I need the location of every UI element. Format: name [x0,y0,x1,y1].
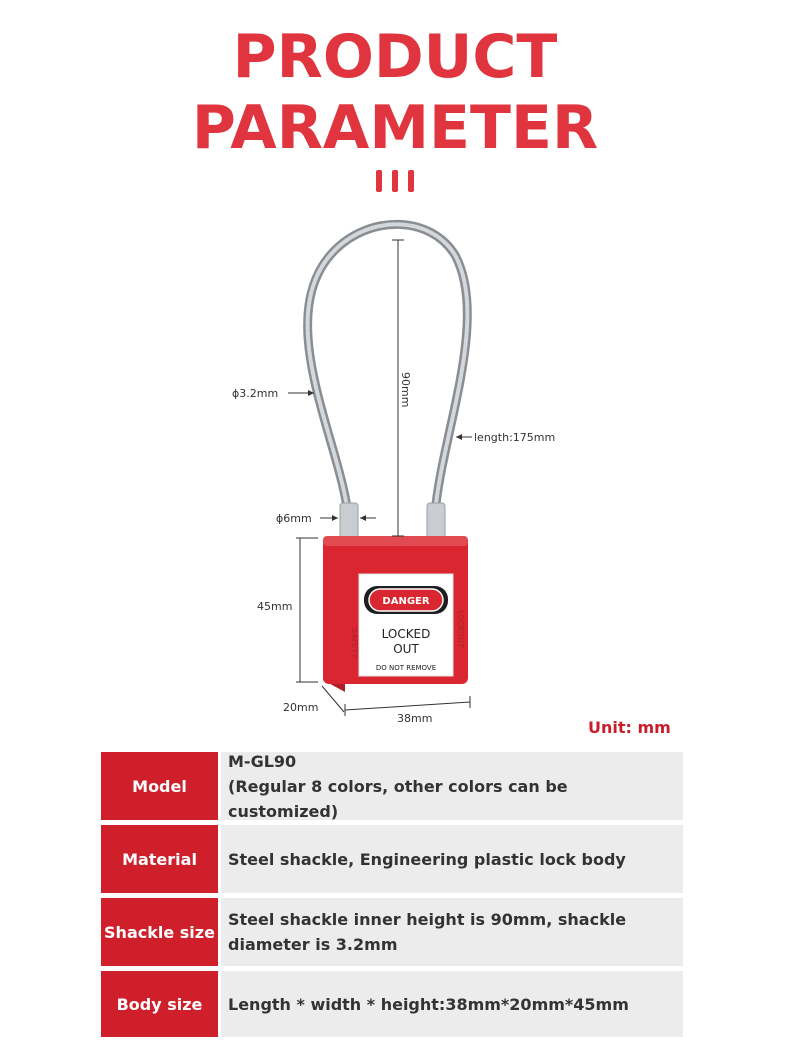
dim-cable-length: length:175mm [474,431,555,444]
dim-inner-height: 90mm [399,372,412,407]
dim-body-depth: 20mm [283,701,318,714]
spec-value: Steel shackle, Engineering plastic lock … [221,825,683,893]
side-text-right: LOCKOUT [456,610,465,648]
spec-row-body-size: Body size Length * width * height:38mm*2… [101,971,683,1037]
spec-label: Model [101,752,218,820]
spec-value: M-GL90 (Regular 8 colors, other colors c… [221,751,683,821]
dim-sleeve-diameter: ϕ6mm [276,512,312,525]
padlock-diagram: DANGER LOCKED OUT DO NOT REMOVE SAFETY L… [232,219,555,725]
spec-label: Material [101,825,218,893]
spec-value-line2: diameter is 3.2mm [228,935,398,954]
spec-label: Body size [101,971,218,1037]
spec-value-line1: M-GL90 [228,751,297,771]
spec-value-line1: Length * width * height:38mm*20mm*45mm [228,994,629,1014]
cable-shackle [303,219,472,520]
spec-row-material: Material Steel shackle, Engineering plas… [101,825,683,893]
danger-text: DANGER [382,596,429,607]
dim-body-width: 38mm [397,712,432,725]
spec-value-line1: Steel shackle, Engineering plastic lock … [228,849,626,869]
spec-label: Shackle size [101,898,218,966]
unit-note: Unit: mm [588,718,671,737]
locked-text: LOCKED [382,627,431,641]
spec-value: Steel shackle inner height is 90mm, shac… [221,898,683,966]
spec-value-line2: (Regular 8 colors, other colors can be c… [228,776,568,821]
do-not-remove-text: DO NOT REMOVE [376,664,436,672]
title-line-2: PARAMETER [191,93,599,163]
spec-value-line1: Steel shackle inner height is 90mm, shac… [228,910,627,929]
spec-value: Length * width * height:38mm*20mm*45mm [221,971,683,1037]
title-line-1: PRODUCT [232,22,558,92]
spec-row-shackle-size: Shackle size Steel shackle inner height … [101,898,683,966]
title-decoration [374,170,418,194]
dim-body-height: 45mm [257,600,292,613]
dim-shackle-diameter: ϕ3.2mm [232,387,278,400]
out-text: OUT [393,642,419,656]
side-text-left: SAFETY [350,628,359,658]
spec-row-model: Model M-GL90 (Regular 8 colors, other co… [101,751,683,821]
